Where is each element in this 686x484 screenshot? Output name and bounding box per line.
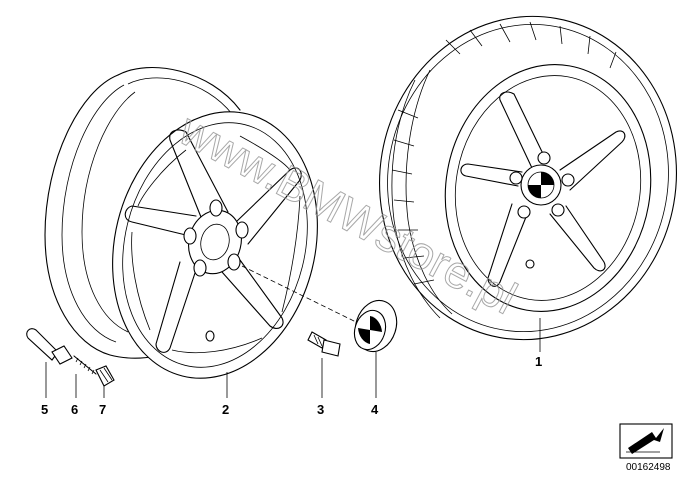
callout-5: 5 (41, 402, 48, 417)
tyre-valve (26, 328, 73, 365)
complete-wheel-with-tyre (379, 15, 677, 341)
alloy-rim (44, 66, 318, 379)
reference-symbol (619, 423, 673, 459)
callout-2: 2 (222, 402, 229, 417)
hub-cap (241, 265, 398, 353)
valve-cap (95, 365, 115, 387)
callout-3: 3 (317, 402, 324, 417)
callout-4: 4 (371, 402, 379, 417)
callout-1: 1 (535, 354, 542, 369)
valve-insert (73, 355, 97, 375)
callout-7: 7 (99, 402, 106, 417)
drawing-number: 00162498 (626, 462, 671, 473)
leader-lines (45, 318, 541, 398)
callout-6: 6 (71, 402, 78, 417)
wheel-bolt (307, 331, 341, 357)
